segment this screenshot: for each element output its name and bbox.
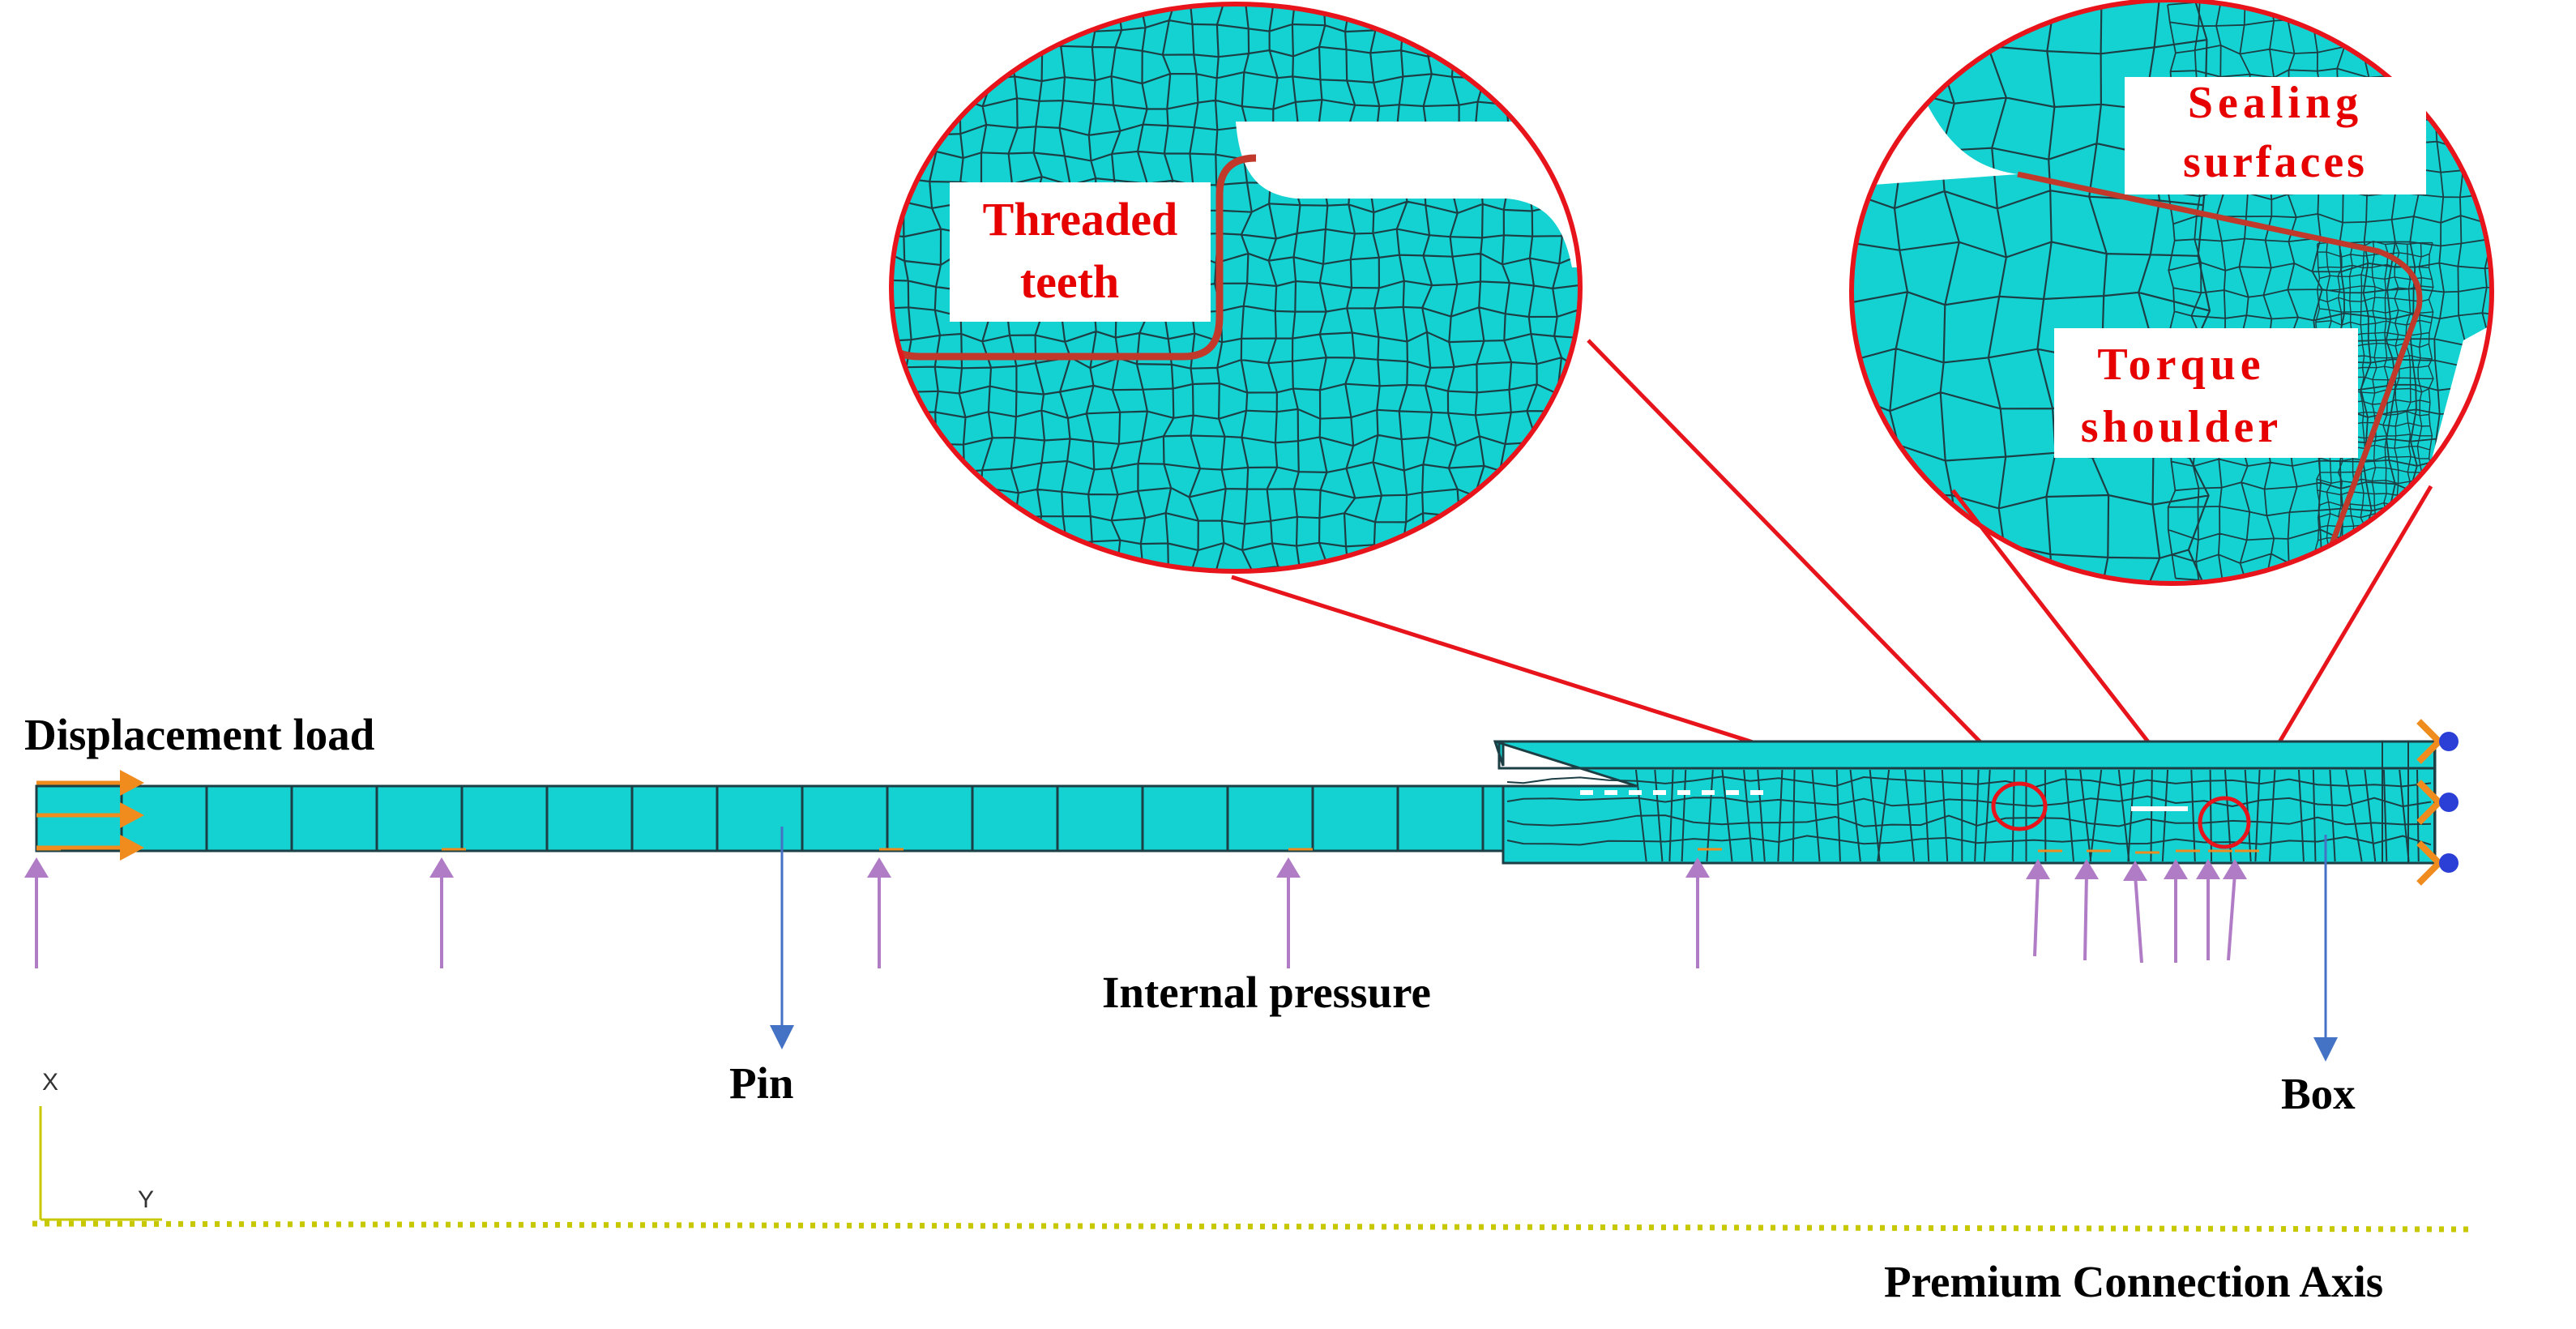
zoom-circle-left	[889, 2, 1583, 574]
circle-background	[2399, 0, 2492, 583]
displacement-arrow-icon	[120, 835, 144, 861]
sealing-label-line-2: surfaces	[2183, 137, 2368, 187]
pin-body	[35, 784, 1521, 853]
pressure-arrow-icon	[1685, 848, 1722, 968]
pressure-arrow-icon	[2074, 849, 2111, 961]
zoom-circle-right	[1849, 0, 2494, 586]
torque-label-box	[2054, 328, 2358, 458]
leader-left-upper	[1587, 339, 2021, 784]
pressure-arrow-icon	[429, 848, 466, 968]
internal-pressure-arrows	[24, 848, 2259, 968]
torque-label-line-2: shoulder	[2081, 402, 2283, 452]
box-body	[1493, 740, 2437, 865]
axis-x-label: X	[42, 1069, 58, 1096]
threaded-teeth-label-line-1: Threaded	[983, 193, 1178, 246]
premium-connection-axis-line	[32, 1220, 2476, 1233]
coordinate-triad: X Y	[39, 1069, 162, 1221]
seal-shoulder-contact	[2017, 171, 2423, 583]
pin-constraint-icon	[2416, 840, 2459, 886]
box-mesh	[1506, 741, 2435, 863]
pressure-arrow-icon	[2196, 849, 2232, 960]
pressure-arrow-icon	[24, 848, 61, 968]
torque-label-line-1: Torque	[2097, 340, 2265, 390]
zoom-marker-left	[1991, 781, 2048, 831]
threaded-teeth-zoom: Threaded teeth	[889, 2, 1583, 574]
threaded-teeth-label-box	[950, 182, 1211, 322]
axis-label: Premium Connection Axis	[1884, 1257, 2383, 1306]
sealing-label-line-1: Sealing	[2188, 78, 2363, 128]
pressure-arrow-icon	[867, 848, 904, 968]
sealing-label-box	[2125, 77, 2426, 194]
internal-pressure-label: Internal pressure	[1102, 968, 1431, 1017]
pressure-arrow-icon	[1276, 848, 1313, 968]
thread-gap	[1236, 122, 1580, 267]
pressure-arrow-icon	[2026, 849, 2062, 957]
pressure-arrow-icon	[2164, 849, 2200, 963]
pin-mesh	[35, 786, 1485, 851]
box-constraints	[2416, 719, 2459, 886]
box-label: Box	[2281, 1069, 2356, 1118]
displacement-load-label: Displacement load	[24, 710, 374, 759]
pin-box-model	[35, 740, 2437, 865]
pressure-arrow-icon	[2123, 851, 2159, 964]
pin-label: Pin	[729, 1058, 793, 1108]
pressure-arrow-icon	[2223, 849, 2259, 961]
displacement-arrow-icon	[120, 770, 144, 796]
pin-constraint-icon	[2416, 719, 2459, 764]
seal-shoulder-zoom: Sealing surfaces Torque shoulder	[1849, 0, 2494, 586]
displacement-arrow-icon	[120, 802, 144, 828]
displacement-load-arrows	[36, 770, 144, 861]
pin-constraint-icon	[2416, 780, 2459, 825]
threaded-teeth-label-line-2: teeth	[1020, 255, 1119, 308]
zoom-marker-right	[2198, 796, 2251, 849]
thread-gaps	[1580, 790, 2188, 811]
axis-y-label: Y	[138, 1186, 154, 1213]
